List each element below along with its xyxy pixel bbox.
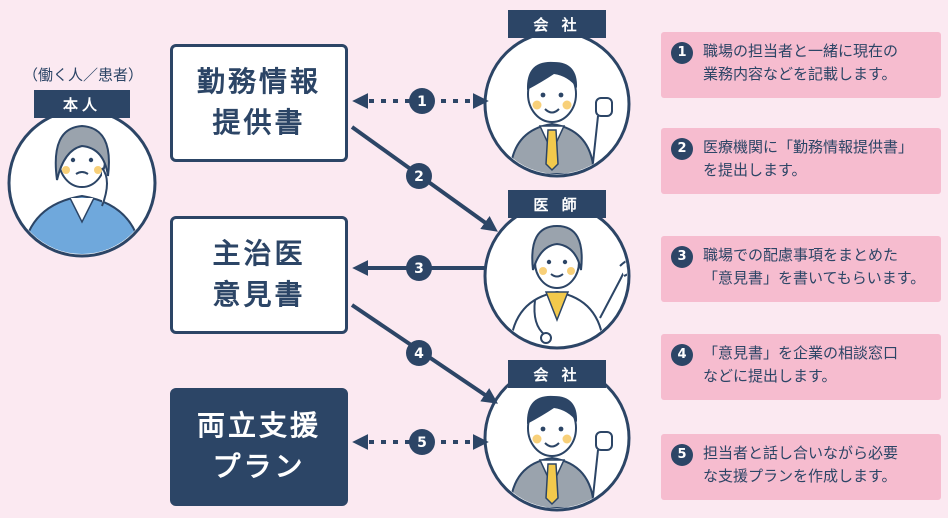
doctor-illustration xyxy=(508,224,627,346)
note-1-line-2: 業務内容などを記載します。 xyxy=(703,65,897,84)
svg-text:4: 4 xyxy=(414,346,424,362)
opinion-box: 主治医 意見書 xyxy=(170,216,348,334)
svg-text:2: 2 xyxy=(414,169,424,185)
step-badge-5: 5 xyxy=(409,429,435,455)
step-note-5: 5 担当者と話し合いながら必要 な支援プランを作成します。 xyxy=(661,434,941,500)
note-4-line-1: 「意見書」を企業の相談窓口 xyxy=(703,344,899,362)
note-number-4: 4 xyxy=(671,344,693,366)
note-1-line-1: 職場の担当者と一緒に現在の xyxy=(703,42,899,60)
note-2-line-1: 医療機関に「勤務情報提供書」 xyxy=(703,138,914,156)
note-4-line-2: などに提出します。 xyxy=(703,367,837,386)
step-badge-3: 3 xyxy=(406,255,432,281)
company-top-label: 会 社 xyxy=(508,10,606,38)
opinion-line-1: 主治医 xyxy=(212,237,306,271)
patient-label: 本人 xyxy=(34,90,130,118)
note-number-2: 2 xyxy=(671,138,693,160)
work-info-line-2: 提供書 xyxy=(212,106,306,139)
patient-illustration xyxy=(20,124,144,254)
patient-caption: （働く人／患者） xyxy=(22,66,143,84)
support-plan-box: 両立支援 プラン xyxy=(170,388,348,506)
note-number-1: 1 xyxy=(671,42,693,64)
work-info-box: 勤務情報 提供書 xyxy=(170,44,348,162)
company-bottom-label: 会 社 xyxy=(508,360,606,388)
note-3-line-2: 「意見書」を書いてもらいます。 xyxy=(703,269,926,288)
step-badge-2: 2 xyxy=(406,163,432,189)
step-note-3: 3 職場での配慮事項をまとめた 「意見書」を書いてもらいます。 xyxy=(661,236,941,302)
svg-text:3: 3 xyxy=(414,261,424,277)
note-3-line-1: 職場での配慮事項をまとめた xyxy=(703,246,899,264)
note-5-line-1: 担当者と話し合いながら必要 xyxy=(703,444,899,462)
step-note-2: 2 医療機関に「勤務情報提供書」 を提出します。 xyxy=(661,128,941,194)
svg-text:1: 1 xyxy=(417,94,427,110)
note-number-3: 3 xyxy=(671,246,693,268)
step-badge-4: 4 xyxy=(406,340,432,366)
work-info-line-1: 勤務情報 xyxy=(196,65,321,99)
step-note-4: 4 「意見書」を企業の相談窓口 などに提出します。 xyxy=(661,334,941,400)
step-note-1: 1 職場の担当者と一緒に現在の 業務内容などを記載します。 xyxy=(661,32,941,98)
note-5-line-2: な支援プランを作成します。 xyxy=(703,467,897,486)
step-badge-1: 1 xyxy=(409,88,435,114)
doctor-label: 医 師 xyxy=(508,190,606,218)
svg-text:5: 5 xyxy=(417,435,427,451)
note-2-line-2: を提出します。 xyxy=(703,161,807,180)
plan-line-1: 両立支援 xyxy=(196,409,321,443)
plan-line-2: プラン xyxy=(212,450,306,483)
note-number-5: 5 xyxy=(671,444,693,466)
opinion-line-2: 意見書 xyxy=(212,278,306,311)
